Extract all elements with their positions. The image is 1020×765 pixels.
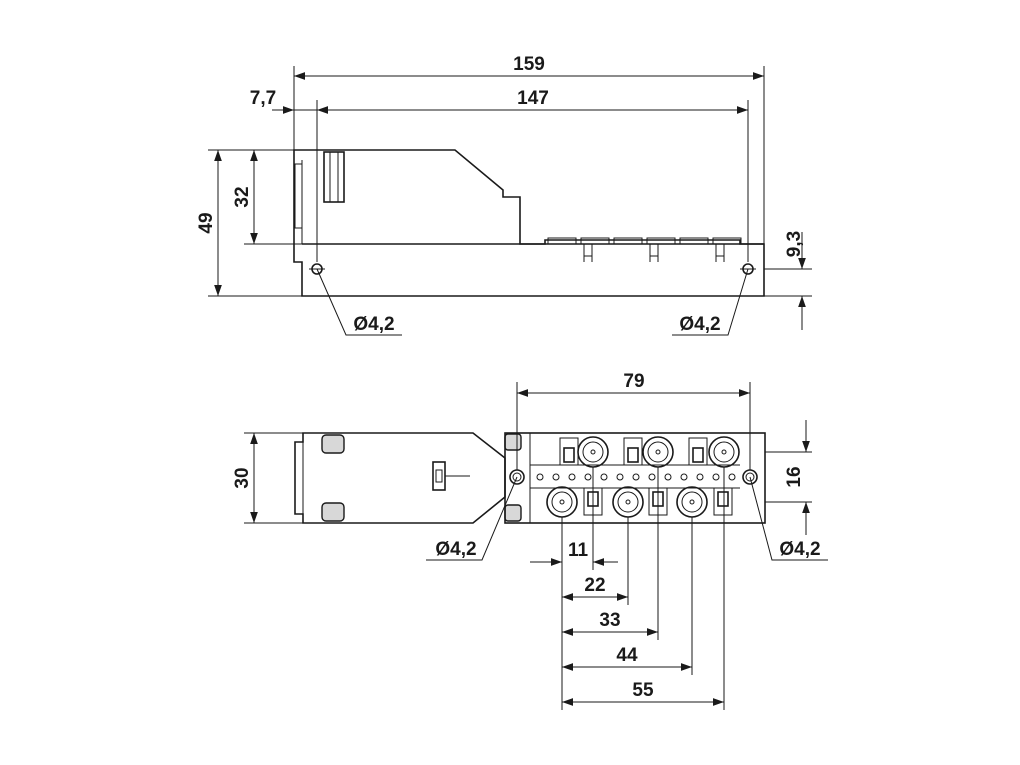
dim-ports-width: 79 [623, 371, 644, 392]
dim-pitch-11: 11 [568, 540, 589, 561]
dim-pitch-55: 55 [632, 680, 654, 701]
top-connector-block [504, 432, 766, 524]
top-base [294, 432, 522, 524]
dim-port-row-spacing: 16 [784, 466, 805, 487]
lower-port-row [546, 486, 733, 518]
dim-body-width: 30 [232, 467, 253, 488]
dim-pitch-22: 22 [584, 575, 605, 596]
top-hole-left-label: Ø4,2 [435, 539, 476, 560]
dim-hole-offset: 7,7 [250, 88, 276, 109]
dim-hole-height: 9,3 [784, 231, 805, 257]
top-view: 79 30 16 Ø4,2 Ø4,2 11 22 33 [232, 371, 828, 710]
side-housing [293, 149, 765, 297]
side-view: 159 147 7,7 49 32 9,3 Ø4,2 Ø4,2 [196, 54, 812, 336]
upper-port-row [559, 436, 740, 468]
dim-overall-height: 49 [196, 212, 217, 233]
dim-hole-spacing: 147 [517, 88, 549, 109]
dim-pitch-44: 44 [616, 645, 638, 666]
top-hole-right-label: Ø4,2 [779, 539, 820, 560]
dim-pitch-33: 33 [599, 610, 620, 631]
dim-overall-length: 159 [513, 54, 545, 75]
side-hole-left-label: Ø4,2 [353, 314, 394, 335]
dim-upper-height: 32 [232, 186, 253, 207]
side-hole-right-label: Ø4,2 [679, 314, 720, 335]
led-dots [536, 473, 736, 481]
